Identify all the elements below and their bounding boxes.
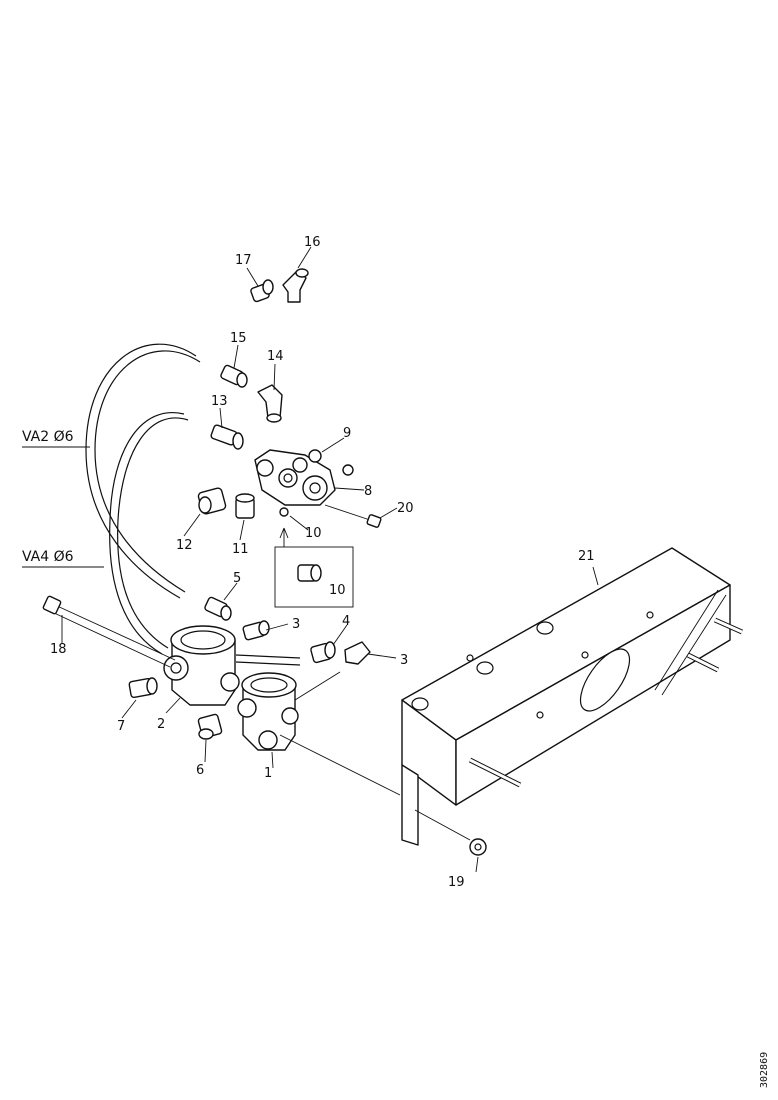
fitting-3-upper [242, 620, 270, 641]
bolt-18 [42, 595, 176, 668]
fitting-12 [197, 487, 227, 515]
detail-box [274, 527, 354, 608]
callout-14: 14 [267, 349, 284, 364]
callout-13: 13 [211, 394, 228, 409]
fitting-16 [282, 268, 309, 303]
callout-2: 2 [157, 717, 165, 732]
plate-slot [579, 648, 631, 712]
plate-stud [713, 617, 744, 635]
fitting-6 [197, 713, 223, 740]
callout-8: 8 [364, 484, 372, 499]
connecting-tube [235, 654, 301, 666]
leader-lines [22, 246, 599, 873]
callout-18: 18 [50, 642, 67, 657]
callout-21: 21 [578, 549, 595, 564]
drawing-number: 302869 [759, 1052, 770, 1088]
callout-19: 19 [448, 875, 465, 890]
callout-1: 1 [264, 766, 272, 781]
hose-labels: VA2 Ø6 VA4 Ø6 [22, 429, 74, 565]
callout-16: 16 [304, 235, 321, 250]
plate-stud [468, 757, 522, 788]
fitting-7 [128, 677, 158, 699]
fitting-10 [279, 507, 289, 517]
fitting-17 [250, 279, 274, 303]
callout-11: 11 [232, 542, 249, 557]
mounting-plate [401, 547, 744, 846]
callout-10: 10 [305, 526, 322, 541]
fitting-15 [220, 364, 248, 388]
nut-19 [469, 838, 487, 856]
hose-va2 [85, 343, 201, 599]
fitting-3-right [344, 641, 371, 665]
fitting-11 [235, 493, 255, 519]
fitting-5 [204, 596, 232, 621]
fitting-8 [342, 464, 354, 476]
fitting-9 [308, 449, 322, 463]
fitting-14 [257, 384, 283, 423]
manifold-block [254, 449, 336, 506]
callout-labels: 1 2 3 3 4 5 6 7 8 9 10 10 11 12 13 14 15… [50, 235, 595, 890]
plate-stud [686, 652, 720, 673]
callout-20: 20 [397, 501, 414, 516]
valve-body-2 [163, 625, 240, 706]
callout-17: 17 [235, 253, 252, 268]
callout-5: 5 [233, 571, 241, 586]
callout-7: 7 [117, 719, 125, 734]
valve-body-1 [237, 672, 299, 751]
callout-12: 12 [176, 538, 193, 553]
fitting-20 [324, 504, 382, 528]
fitting-4 [310, 641, 336, 664]
fitting-13 [210, 424, 244, 450]
detail-fitting-10 [297, 564, 322, 582]
callout-9: 9 [343, 426, 351, 441]
hose-label-va2: VA2 Ø6 [22, 429, 74, 445]
callout-3-right: 3 [400, 653, 408, 668]
callout-15: 15 [230, 331, 247, 346]
callout-4: 4 [342, 614, 350, 629]
callout-10-detail: 10 [329, 583, 346, 598]
hose-va4 [109, 412, 189, 655]
callout-3-upper: 3 [292, 617, 300, 632]
callout-6: 6 [196, 763, 204, 778]
hose-label-va4: VA4 Ø6 [22, 549, 74, 565]
